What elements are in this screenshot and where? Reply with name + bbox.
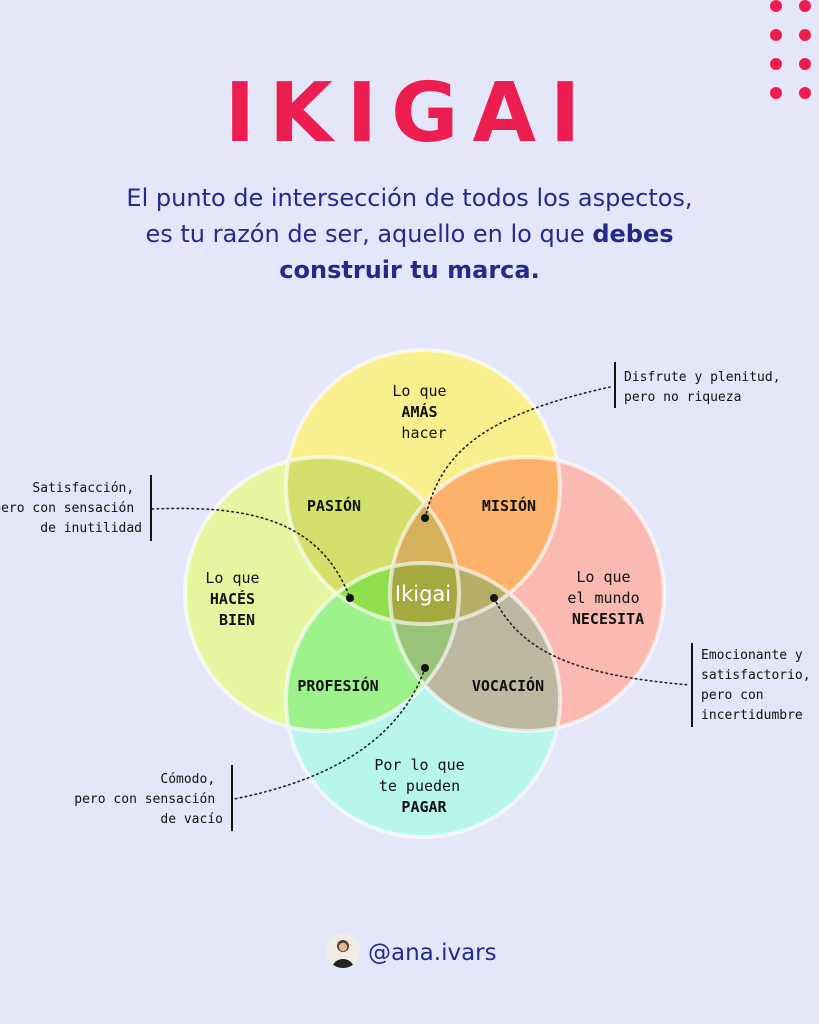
connector-bottom — [233, 667, 426, 800]
svg-text:Por lo que te pueden P: Por lo que te pueden PAGAR — [374, 756, 473, 816]
top-label-2: AMÁS — [401, 402, 437, 421]
note-left-2: pero con sensación — [0, 501, 134, 516]
label-vocacion: VOCACIÓN — [472, 676, 544, 695]
author-handle[interactable]: @ana.ivars — [368, 940, 497, 966]
label-mision: MISIÓN — [482, 496, 536, 515]
top-label-1: Lo que — [392, 382, 446, 400]
decorative-dots — [770, 0, 814, 104]
svg-text:Lo que el mundo NECESI: Lo que el mundo NECESITA — [567, 568, 648, 628]
note-right-1: Emocionante y — [701, 648, 803, 663]
svg-text:Cómodo, pero con sensación: Cómodo, pero con sensación de vacío — [74, 772, 223, 827]
note-left-3: de inutilidad — [40, 521, 142, 536]
subtitle: El punto de intersección de todos los as… — [40, 180, 779, 288]
left-label-1: Lo que — [205, 569, 259, 587]
page-title: IKIGAI — [224, 66, 595, 161]
note-top-right-1: Disfrute y plenitud, — [624, 370, 781, 385]
connector-right — [493, 597, 691, 686]
avatar — [326, 934, 360, 968]
subtitle-line-3-bold: construir tu marca. — [279, 256, 540, 284]
right-label-1: Lo que — [576, 568, 630, 586]
svg-text:Satisfacción, pero con sen: Satisfacción, pero con sensación de inut… — [0, 481, 142, 536]
bottom-label-3: PAGAR — [401, 798, 447, 816]
subtitle-line-3: construir tu marca. — [40, 252, 779, 288]
svg-text:Lo que AMÁS hacer: Lo que AMÁS hacer — [392, 382, 455, 442]
svg-text:Emocionante y satisfactori: Emocionante y satisfactorio, pero con in… — [701, 648, 818, 723]
note-top-right-2: pero no riqueza — [624, 390, 741, 405]
right-label-3: NECESITA — [572, 610, 644, 628]
note-right-3: pero con — [701, 688, 764, 703]
subtitle-line-2-text: es tu razón de ser, aquello en lo que — [145, 220, 593, 248]
left-label-3: BIEN — [219, 611, 255, 629]
subtitle-line-2: es tu razón de ser, aquello en lo que de… — [40, 216, 779, 252]
subtitle-line-1: El punto de intersección de todos los as… — [126, 184, 693, 212]
note-bottom-left-1: Cómodo, — [160, 772, 215, 787]
svg-text:Disfrute y plenitud, pero: Disfrute y plenitud, pero no riqueza — [624, 370, 788, 405]
note-bottom-left-2: pero con sensación — [74, 792, 215, 807]
top-label-3: hacer — [401, 424, 446, 442]
label-profesion: PROFESIÓN — [297, 676, 378, 695]
connector-top — [424, 386, 611, 519]
note-left-1: Satisfacción, — [32, 481, 134, 496]
right-label-2: el mundo — [567, 589, 639, 607]
label-pasion: PASIÓN — [307, 496, 361, 515]
note-right-4: incertidumbre — [701, 708, 803, 723]
label-ikigai: Ikigai — [395, 582, 451, 606]
left-label-2: HACÉS — [210, 589, 255, 608]
note-bottom-left-3: de vacío — [160, 812, 223, 827]
marker-dot-left — [346, 594, 354, 602]
bottom-label-1: Por lo que — [374, 756, 464, 774]
note-right-2: satisfactorio, — [701, 668, 811, 683]
subtitle-line-2-bold: debes — [592, 220, 674, 248]
svg-text:Lo que HACÉS BIEN: Lo que HACÉS BIEN — [205, 569, 268, 629]
bottom-label-2: te pueden — [379, 777, 460, 795]
connector-left — [151, 507, 351, 599]
